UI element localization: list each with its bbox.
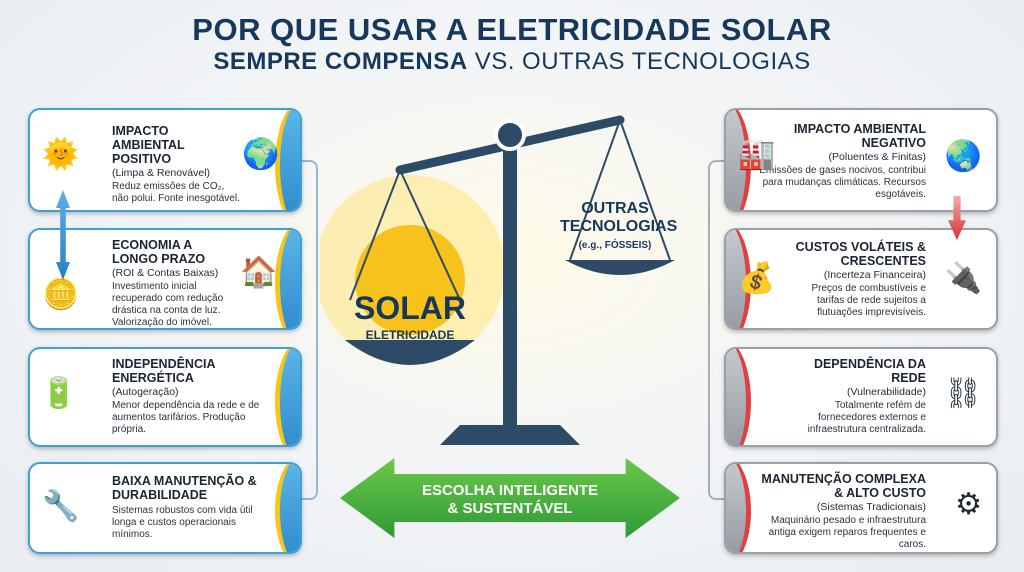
card-desc: Totalmente refém de fornecedores externo… bbox=[807, 400, 926, 435]
card-title: MANUTENÇÃO COMPLEXA & ALTO CUSTO bbox=[761, 472, 926, 500]
card-desc: Preços de combustíveis e tarifas de rede… bbox=[811, 283, 927, 318]
right-connector bbox=[708, 160, 726, 500]
card-subtitle: (ROI & Contas Baixas) bbox=[112, 267, 219, 279]
benefit-card-maintenance: 🔧 BAIXA MANUTENÇÃO & DURABILIDADE Sistema… bbox=[28, 462, 302, 554]
polluted-globe-icon: 🌏 bbox=[944, 140, 982, 173]
card-title: DEPENDÊNCIA DA REDE bbox=[813, 357, 926, 385]
scale-pillar bbox=[503, 130, 517, 430]
card-desc: Menor dependência da rede e de aumentos … bbox=[112, 400, 260, 435]
solar-label: SOLAR bbox=[354, 290, 466, 326]
card-desc: Investimento inicial recuperado com redu… bbox=[112, 281, 224, 328]
balance-scale bbox=[320, 115, 675, 445]
drawback-card-grid: DEPENDÊNCIA DA REDE(Vulnerabilidade) Tota… bbox=[724, 347, 998, 447]
card-subtitle: (Poluentes & Finitas) bbox=[828, 151, 926, 163]
other-pan bbox=[565, 260, 675, 275]
banner-line-1: ESCOLHA INTELIGENTE bbox=[421, 482, 599, 499]
card-title: IMPACTO AMBIENTAL NEGATIVO bbox=[793, 122, 926, 150]
globe-icon: 🌍 bbox=[242, 138, 280, 171]
benefit-card-environment: 🌞 IMPACTO AMBIENTAL POSITIVO(Limpa & Ren… bbox=[28, 108, 302, 212]
other-label: OUTRAS TECNOLOGIAS bbox=[560, 200, 678, 235]
card-desc: Maquinário pesado e infraestrutura antig… bbox=[768, 515, 926, 550]
title-line-2: SEMPRE COMPENSA VS. OUTRAS TECNOLOGIAS bbox=[0, 48, 1024, 76]
card-subtitle: (Autogeração) bbox=[112, 386, 179, 398]
card-subtitle: (Sistemas Tradicionais) bbox=[816, 501, 926, 513]
benefit-card-independence: 🔋 INDEPENDÊNCIA ENERGÉTICA(Autogeração) M… bbox=[28, 347, 302, 447]
factory-icon: 🏭 bbox=[738, 138, 776, 171]
card-desc: Emissões de gases nocivos, contribui par… bbox=[759, 165, 926, 200]
drawback-card-maintenance: MANUTENÇÃO COMPLEXA & ALTO CUSTO(Sistema… bbox=[724, 462, 998, 554]
other-sublabel: (e.g., FÓSSEIS) bbox=[578, 240, 652, 251]
card-title: CUSTOS VOLÁTEIS & CRESCENTES bbox=[795, 240, 926, 268]
solar-sublabel: ELETRICIDADE bbox=[365, 328, 455, 342]
card-title: IMPACTO AMBIENTAL POSITIVO bbox=[112, 124, 185, 166]
card-subtitle: (Vulnerabilidade) bbox=[847, 386, 926, 398]
card-title: INDEPENDÊNCIA ENERGÉTICA bbox=[112, 357, 216, 385]
scale-base bbox=[440, 425, 580, 445]
plug-cost-icon: 🔌 bbox=[944, 262, 982, 295]
drawback-card-costs: 💰 CUSTOS VOLÁTEIS & CRESCENTES(Incerteza… bbox=[724, 228, 998, 330]
drawback-card-environment: 🏭 IMPACTO AMBIENTAL NEGATIVO(Poluentes &… bbox=[724, 108, 998, 212]
title-line-1: POR QUE USAR A ELETRICIDADE SOLAR bbox=[192, 12, 832, 47]
left-connector bbox=[300, 160, 318, 500]
card-title: BAIXA MANUTENÇÃO & DURABILIDADE bbox=[112, 474, 257, 502]
title-rest: VS. OUTRAS TECNOLOGIAS bbox=[467, 48, 811, 75]
card-desc: Sistemas robustos com vida útil longa e … bbox=[112, 505, 253, 540]
money-bag-icon: 💰 bbox=[738, 262, 776, 295]
card-desc: Reduz emissões de CO₂, não polui. Fonte … bbox=[112, 181, 240, 204]
scale-pivot bbox=[494, 119, 526, 151]
benefit-card-economy: 🪙 ECONOMIA A LONGO PRAZO(ROI & Contas Ba… bbox=[28, 228, 302, 330]
solar-pan bbox=[345, 340, 475, 365]
card-subtitle: (Limpa & Renovável) bbox=[112, 167, 211, 179]
banner-text: ESCOLHA INTELIGENTE& SUSTENTÁVEL bbox=[390, 482, 630, 518]
title-bold: SEMPRE COMPENSA bbox=[213, 48, 468, 75]
card-subtitle: (Incerteza Financeira) bbox=[823, 269, 926, 281]
chained-meter-icon: ⛓ bbox=[943, 377, 982, 410]
battery-house-icon: 🔋 bbox=[40, 377, 78, 410]
wrench-panel-icon: 🔧 bbox=[42, 490, 80, 523]
coins-icon: 🪙 bbox=[42, 278, 80, 311]
gears-oil-icon: ⚙ bbox=[955, 488, 982, 521]
banner-line-2: & SUSTENTÁVEL bbox=[447, 500, 573, 517]
card-title: ECONOMIA A LONGO PRAZO bbox=[112, 238, 206, 266]
sun-leaf-icon: 🌞 bbox=[42, 138, 80, 171]
solar-house-icon: 🏠 bbox=[240, 256, 278, 289]
